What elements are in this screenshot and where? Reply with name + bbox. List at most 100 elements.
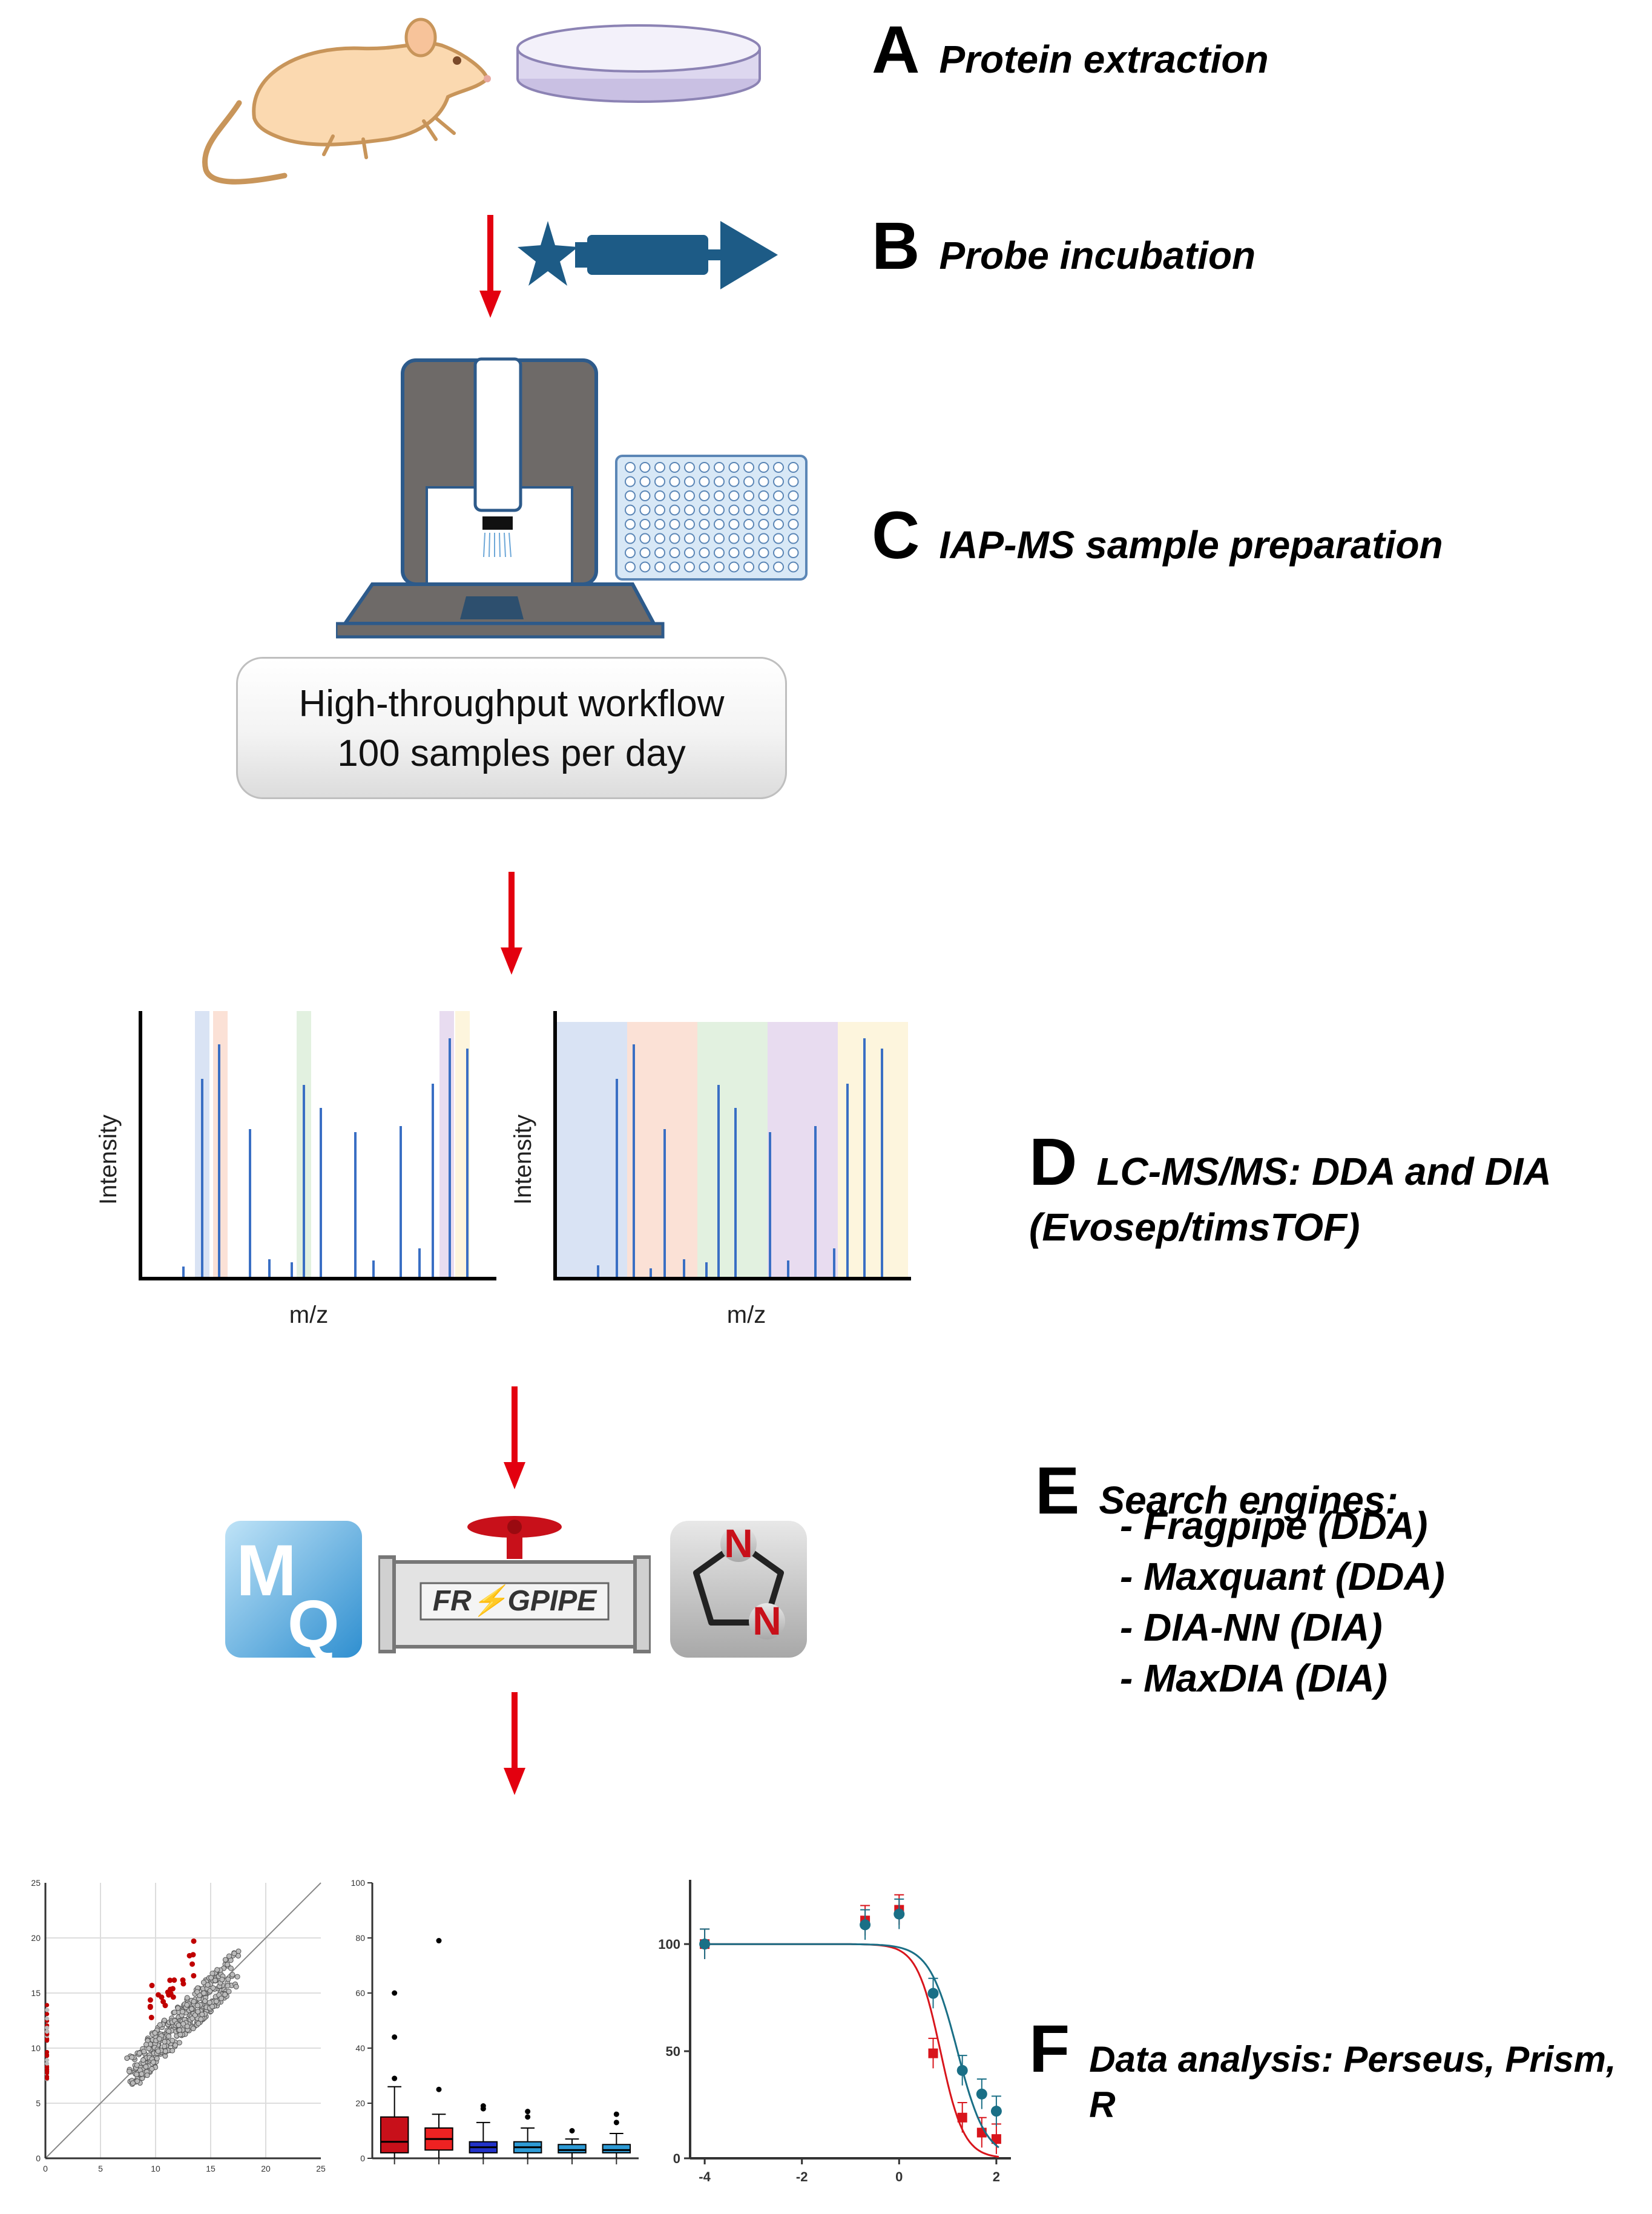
step-c-title: IAP-MS sample preparation: [939, 523, 1443, 567]
y-tick-label: 25: [31, 1878, 41, 1888]
liquid-handler-illustration: [336, 357, 665, 639]
data-point: [162, 2038, 168, 2044]
data-point: [134, 2071, 140, 2077]
data-point-axis: [45, 2074, 50, 2079]
data-point-highlight: [190, 1952, 196, 1958]
data-point: [149, 2066, 155, 2072]
step-c-label: C IAP-MS sample preparation: [872, 502, 1443, 569]
data-point: [225, 1976, 231, 1982]
y-tick-label: 0: [36, 2153, 41, 2163]
search-engine-item: - Fragpipe (DDA): [1120, 1504, 1428, 1547]
data-point: [234, 1974, 240, 1980]
y-tick-label: 20: [31, 1933, 41, 1943]
fit-curve: [705, 1943, 999, 2149]
maxquant-logo-m: M: [236, 1530, 297, 1611]
data-point: [976, 2088, 987, 2100]
search-engine-list: - Fragpipe (DDA) - Maxquant (DDA) - DIA-…: [1120, 1500, 1445, 1704]
data-point-highlight: [148, 2014, 154, 2020]
y-tick-label: 0: [360, 2153, 365, 2163]
spectrum-dia: Intensity m/z: [510, 1011, 911, 1328]
data-point-axis: [45, 2054, 50, 2058]
data-point: [213, 1998, 219, 2005]
data-point: [134, 2062, 140, 2068]
data-point: [127, 2069, 133, 2075]
data-point: [143, 2064, 149, 2070]
data-point: [225, 1962, 231, 1968]
data-point: [231, 1951, 237, 1957]
spectrum-dia-xlabel: m/z: [727, 1302, 766, 1328]
y-tick-label: 10: [31, 2043, 41, 2053]
data-point: [154, 2055, 160, 2061]
data-point-highlight: [147, 2003, 153, 2009]
step-f-letter: F: [1029, 2012, 1070, 2086]
step-a-label: A Protein extraction: [872, 17, 1269, 84]
box-outlier: [525, 2109, 531, 2115]
data-point: [173, 2042, 179, 2048]
data-point: [139, 2071, 145, 2077]
data-point-axis: [45, 2003, 50, 2008]
data-point-highlight: [159, 1994, 165, 2000]
data-point: [171, 2009, 177, 2015]
flow-arrow-4: [504, 1692, 525, 1795]
step-e-title: Search engines:: [1099, 1478, 1398, 1522]
x-tick-label: 15: [206, 2164, 216, 2173]
data-point-axis: [45, 2008, 50, 2012]
step-e-letter: E: [1035, 1454, 1080, 1528]
data-point: [190, 2026, 196, 2032]
data-point-highlight: [166, 1992, 172, 1998]
box-outlier: [525, 2114, 531, 2120]
data-point: [229, 1972, 235, 1978]
data-point: [143, 2041, 150, 2048]
data-point: [179, 2009, 185, 2015]
x-tick-label: 2: [993, 2169, 1000, 2184]
step-f-title: Data analysis: Perseus, Prism, R: [1089, 2039, 1616, 2125]
data-point: [226, 1988, 232, 1994]
box-outlier: [392, 2034, 398, 2040]
y-tick-label: 50: [666, 2044, 680, 2059]
data-point: [134, 2078, 140, 2084]
data-point: [184, 1995, 190, 2001]
flow-arrow-2: [501, 872, 522, 975]
step-b-letter: B: [872, 209, 920, 283]
search-engine-item: - Maxquant (DDA): [1120, 1555, 1445, 1598]
data-point-highlight: [191, 1972, 197, 1978]
workflow-line-2: 100 samples per day: [337, 733, 686, 774]
step-d-title: LC-MS/MS: DDA and DIA: [1096, 1150, 1552, 1193]
data-point: [198, 2016, 204, 2022]
data-point-highlight: [167, 1977, 173, 1983]
data-point: [226, 1953, 232, 1959]
data-point-highlight: [149, 1983, 155, 1989]
data-point: [175, 2005, 181, 2011]
data-point: [202, 1998, 208, 2004]
data-point: [991, 2134, 1001, 2144]
data-point: [860, 1919, 871, 1931]
dia-nn-logo-n1: N: [724, 1521, 753, 1566]
step-e-label: E Search engines:: [1035, 1458, 1398, 1524]
data-point: [177, 2027, 183, 2033]
y-tick-label: 40: [355, 2043, 365, 2053]
data-point-highlight: [160, 1998, 166, 2005]
data-point: [222, 1992, 228, 1998]
data-point-axis: [45, 2058, 50, 2063]
data-point: [162, 2048, 168, 2054]
data-point: [893, 1908, 905, 1920]
data-point: [210, 1985, 216, 1991]
step-d-label: D LC-MS/MS: DDA and DIA: [1029, 1129, 1552, 1196]
fit-curve: [705, 1943, 999, 2158]
mouse-illustration: [202, 18, 491, 185]
box: [380, 2116, 409, 2153]
data-point: [184, 2002, 190, 2008]
data-point: [209, 2003, 216, 2009]
data-point: [990, 2106, 1002, 2117]
data-point: [124, 2055, 130, 2061]
data-point: [140, 2057, 146, 2063]
data-point-highlight: [189, 1961, 196, 1967]
x-tick-label: -2: [796, 2169, 808, 2184]
step-b-title: Probe incubation: [939, 234, 1256, 277]
data-point-highlight: [167, 1986, 173, 1992]
data-point: [699, 1939, 711, 1950]
box: [602, 2144, 631, 2153]
data-point: [205, 1982, 211, 1988]
x-tick-label: -4: [699, 2169, 711, 2184]
